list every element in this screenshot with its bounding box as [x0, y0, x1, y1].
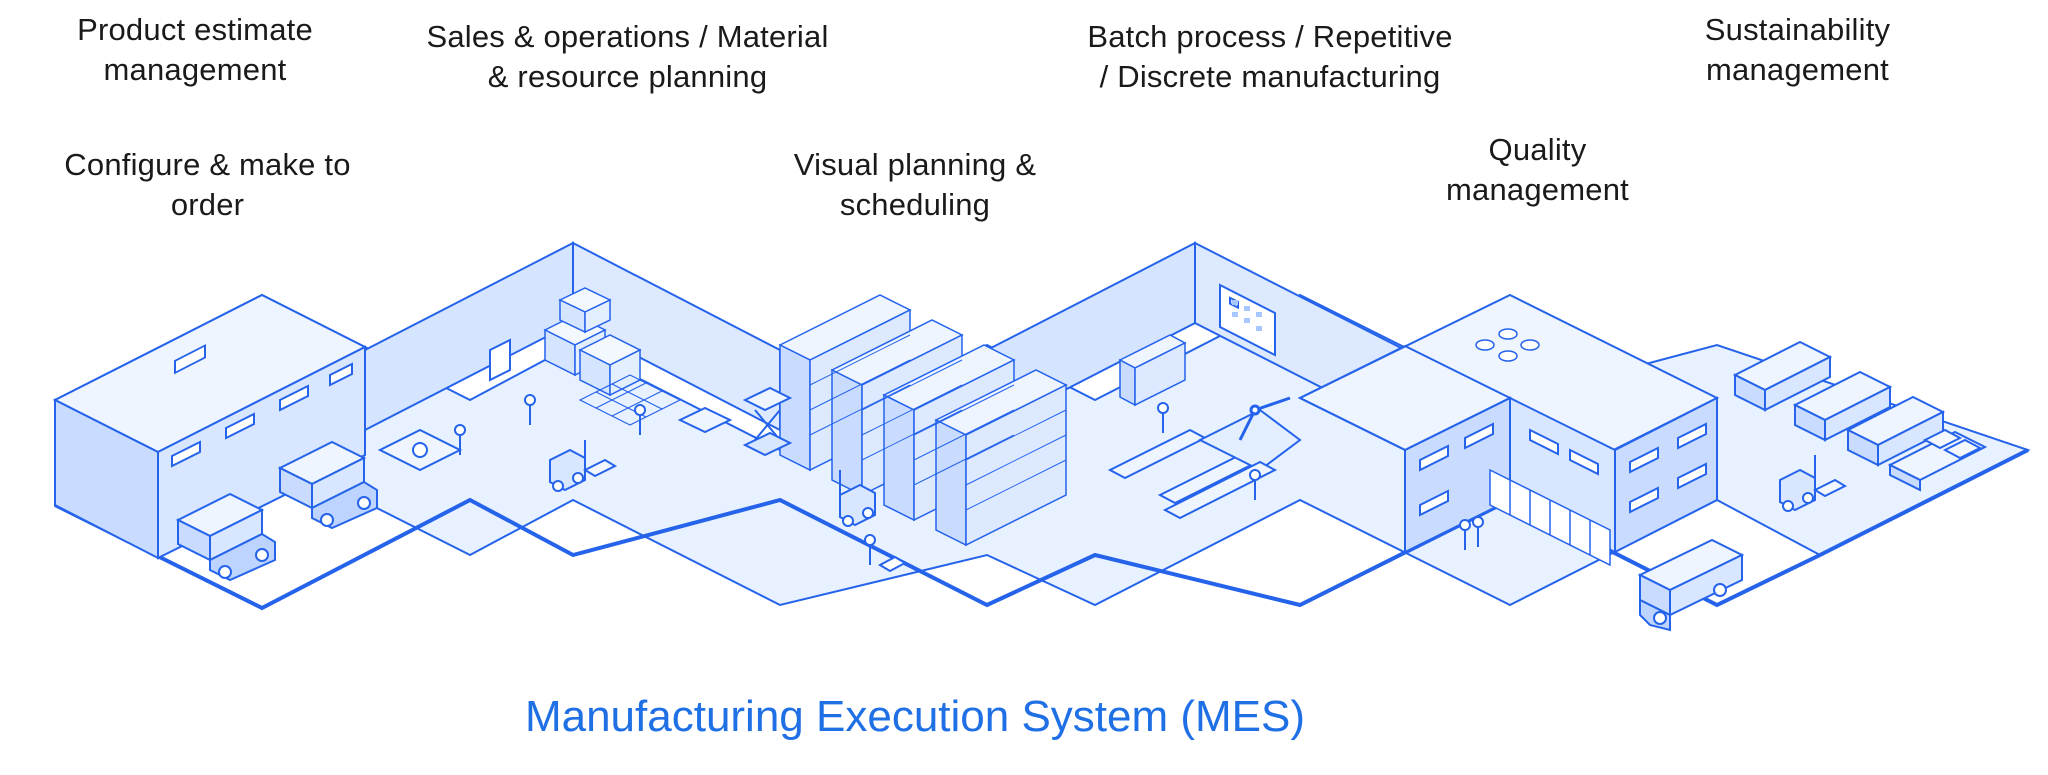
building-right: [1297, 293, 1720, 554]
truck-icon: [1637, 538, 1745, 632]
worker-icon: [1157, 402, 1261, 500]
shelving-rack-icon: [778, 294, 1068, 547]
robot-arm-icon: [1238, 396, 1291, 441]
forklift-icon: [549, 440, 618, 492]
box-stack-icon: [543, 287, 642, 397]
loading-platform: [377, 338, 733, 472]
label-sustainability: Sustainability management: [1704, 12, 1891, 87]
rack-shelf-lines: [809, 334, 1067, 511]
truck-icon: [277, 440, 378, 530]
board-notes: [1232, 300, 1262, 331]
label-batch-process: Batch process / Repetitive / Discrete ma…: [1087, 19, 1453, 94]
label-sales-operations: Sales & operations / Material & resource…: [426, 19, 829, 94]
truck-icon: [1845, 395, 1946, 467]
garage-door: [1489, 468, 1611, 567]
truck-icon: [1887, 428, 1988, 492]
forklift-icon: [839, 470, 876, 527]
conveyor-icon: [1107, 408, 1302, 520]
worker-icon: [454, 394, 646, 455]
label-product-estimate: Product estimate management: [77, 12, 313, 87]
worker-icon: [864, 534, 908, 573]
label-visual-planning: Visual planning & scheduling: [793, 147, 1037, 222]
scissor-lift: [742, 386, 793, 457]
factory-illustration: [52, 241, 2031, 632]
worker-icon: [1459, 516, 1484, 550]
building-left-windows: [171, 362, 353, 468]
truck-icon: [1792, 370, 1893, 442]
pallet-grid: [578, 374, 682, 426]
label-configure-order: Configure & make to order: [64, 147, 351, 222]
truck-icon: [1732, 340, 1833, 412]
forklift-icon: [1779, 455, 1848, 512]
rooftop-vents: [1475, 328, 1540, 362]
truck-icon: [175, 492, 276, 582]
label-quality: Quality management: [1446, 132, 1629, 207]
diagram-caption: Manufacturing Execution System (MES): [524, 692, 1306, 741]
building-right-windows: [1419, 422, 1707, 517]
shelf-unit: [1118, 334, 1187, 407]
floor-front-edge: [54, 448, 2029, 611]
